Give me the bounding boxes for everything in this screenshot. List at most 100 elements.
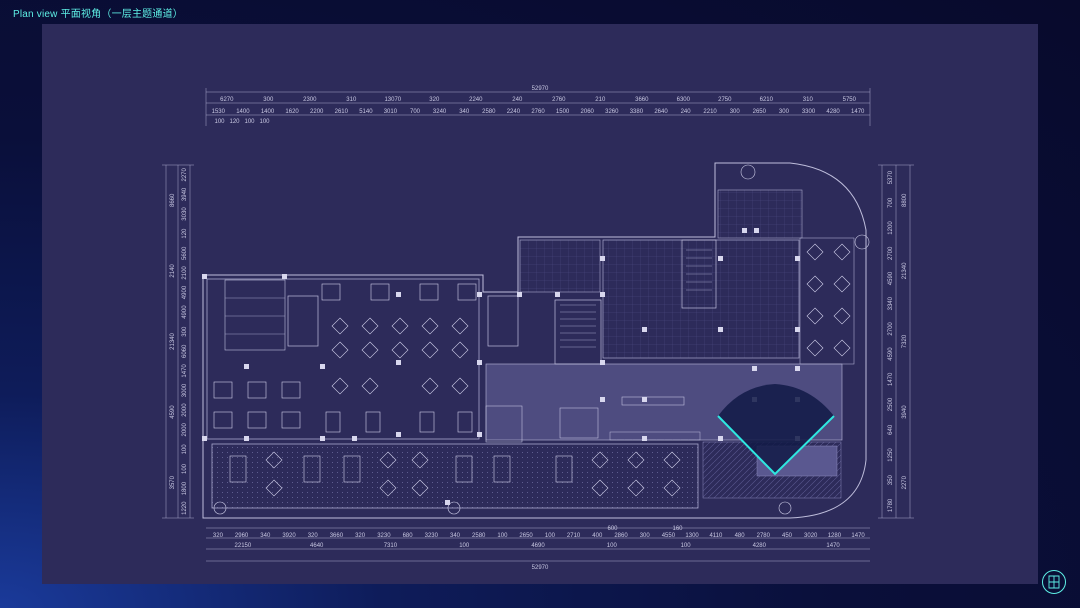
dimension-label: 2760 — [531, 109, 545, 115]
dimension-label: 2780 — [757, 533, 771, 539]
dimension-label: 5750 — [843, 97, 857, 103]
dimension-label: 3300 — [802, 109, 816, 115]
dimension-label: 3240 — [433, 109, 447, 115]
dimension-label: 2210 — [703, 109, 717, 115]
dimension-text-left: 8660214021340459035702270394030301205600… — [170, 167, 188, 514]
dimension-text-right: 8800213407320394022705370700120027004590… — [888, 170, 908, 512]
dimension-label: 300 — [779, 109, 790, 115]
dimension-label: 240 — [512, 97, 523, 103]
dimension-label: 100 — [545, 533, 556, 539]
dimension-label: 320 — [429, 97, 440, 103]
dimension-label: 340 — [260, 533, 271, 539]
dimension-label: 2760 — [552, 97, 566, 103]
dimension-label: 1250 — [888, 448, 894, 462]
dimension-label: 2650 — [753, 109, 767, 115]
dimension-label: 4590 — [170, 405, 176, 419]
dimension-label: 3940 — [182, 187, 188, 201]
dimension-label: 8660 — [170, 193, 176, 207]
dimension-label: 3260 — [605, 109, 619, 115]
dimension-label: 2750 — [718, 97, 732, 103]
dimension-label: 5370 — [888, 170, 894, 184]
dimension-label: 100 — [182, 463, 188, 474]
dimension-label: 3660 — [635, 97, 649, 103]
dimension-label: 4590 — [888, 347, 894, 361]
dimension-label: 100 — [497, 533, 508, 539]
dimension-label: 100 — [244, 119, 255, 125]
dimension-label: 4590 — [888, 271, 894, 285]
dimension-label: 1470 — [851, 533, 865, 539]
dimension-label: 4640 — [310, 543, 324, 549]
dimension-label: 21340 — [170, 332, 176, 349]
dimension-label: 600 — [607, 526, 618, 532]
dimension-label: 21340 — [902, 262, 908, 279]
dimension-label: 1800 — [182, 481, 188, 495]
dimension-label: 4280 — [826, 109, 840, 115]
dimension-label: 320 — [355, 533, 366, 539]
dimension-label: 8800 — [902, 193, 908, 207]
dimension-label: 2700 — [888, 246, 894, 260]
dimension-label: 5600 — [182, 246, 188, 260]
furniture-tables — [213, 164, 870, 515]
dimension-label: 4690 — [531, 543, 545, 549]
dimension-label: 2270 — [182, 167, 188, 181]
dimension-label: 1200 — [888, 221, 894, 235]
dimension-label: 2580 — [482, 109, 496, 115]
dimension-label: 1470 — [851, 109, 865, 115]
dimension-label: 4110 — [709, 533, 723, 539]
dimension-label: 1400 — [236, 109, 250, 115]
dimension-label: 100 — [607, 543, 618, 549]
dimension-label: 2960 — [235, 533, 249, 539]
dimension-label: 340 — [450, 533, 461, 539]
overall-dimension-top: 52970 — [532, 86, 549, 92]
dimension-label: 1470 — [182, 364, 188, 378]
dimension-label: 640 — [888, 424, 894, 435]
dimension-label: 2640 — [654, 109, 668, 115]
dimension-label: 2270 — [902, 475, 908, 489]
dimension-label: 2710 — [567, 533, 581, 539]
dimension-label: 3010 — [384, 109, 398, 115]
dimension-label: 2000 — [182, 422, 188, 436]
dimension-label: 3660 — [330, 533, 344, 539]
dimension-label: 680 — [403, 533, 414, 539]
dimension-label: 120 — [229, 119, 240, 125]
dimension-label: 700 — [410, 109, 421, 115]
brand-logo-icon — [1042, 570, 1066, 594]
dimension-label: 1400 — [261, 109, 275, 115]
dimension-label: 5140 — [359, 109, 373, 115]
dimension-label: 2650 — [519, 533, 533, 539]
dimension-label: 6300 — [677, 97, 691, 103]
dimension-label: 3570 — [170, 475, 176, 489]
dimension-label: 300 — [640, 533, 651, 539]
overall-dimension-bottom: 52970 — [532, 565, 549, 571]
dimension-label: 4280 — [753, 543, 767, 549]
dimension-label: 7310 — [384, 543, 398, 549]
dimension-label: 350 — [888, 475, 894, 486]
dimension-label: 310 — [346, 97, 357, 103]
dimension-label: 2500 — [888, 397, 894, 411]
dimension-label: 1620 — [285, 109, 299, 115]
dimension-label: 100 — [459, 543, 470, 549]
dimension-label: 13070 — [384, 97, 401, 103]
dimension-label: 3920 — [282, 533, 296, 539]
dimension-label: 1280 — [828, 533, 842, 539]
dimension-label: 210 — [595, 97, 606, 103]
dimension-label: 300 — [263, 97, 274, 103]
dimension-label: 100 — [182, 444, 188, 455]
dimension-label: 2700 — [888, 322, 894, 336]
dimension-label: 3340 — [888, 296, 894, 310]
dimension-label: 1530 — [212, 109, 226, 115]
dimension-label: 6210 — [760, 97, 774, 103]
dimension-lines — [162, 88, 914, 562]
dimension-label: 2860 — [614, 533, 628, 539]
dimension-label: 3000 — [182, 383, 188, 397]
dimension-label: 160 — [672, 526, 683, 532]
dimension-label: 2140 — [170, 264, 176, 278]
dimension-label: 2580 — [472, 533, 486, 539]
dimension-label: 300 — [730, 109, 741, 115]
dimension-label: 1300 — [685, 533, 699, 539]
dimension-label: 300 — [182, 326, 188, 337]
dimension-label: 22150 — [235, 543, 252, 549]
dimension-label: 100 — [681, 543, 692, 549]
page-title: Plan view 平面视角（一层主题通道） — [13, 9, 183, 20]
